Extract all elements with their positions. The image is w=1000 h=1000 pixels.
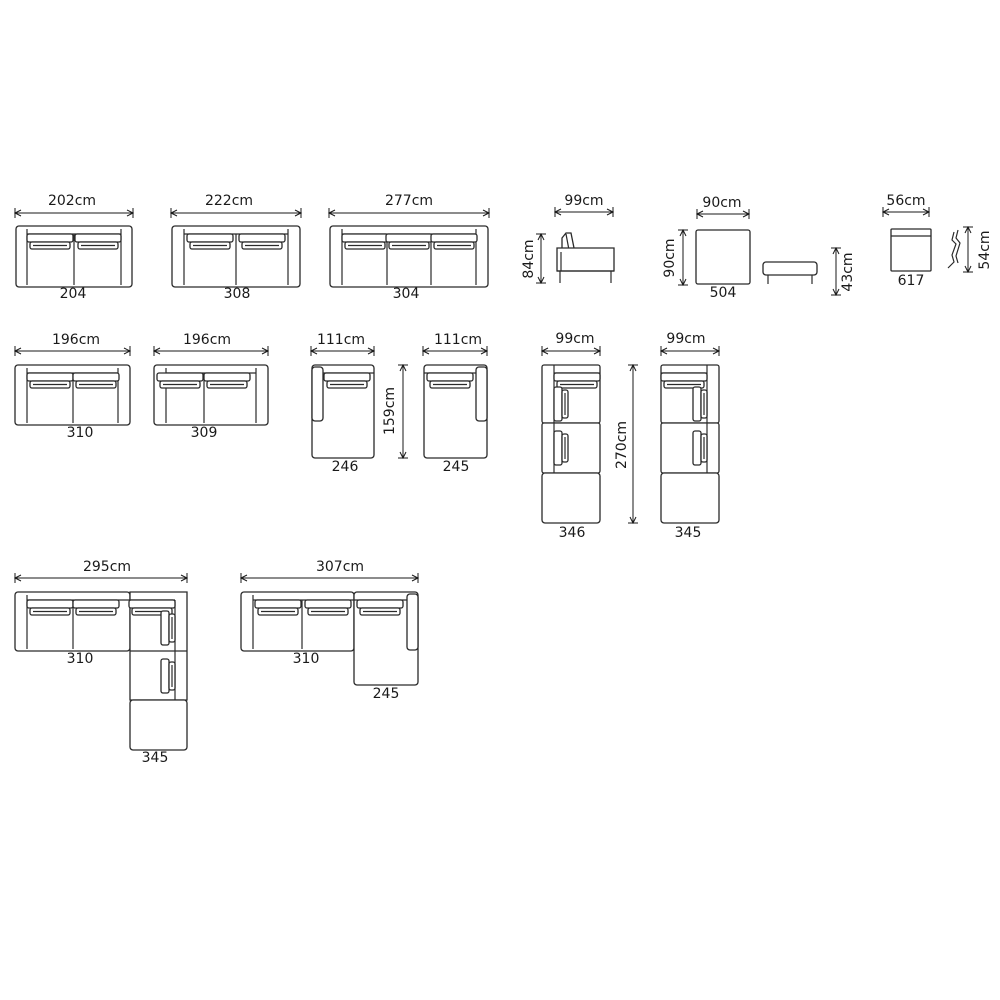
dimension-277cm: 277cm bbox=[327, 193, 491, 218]
depth-label: 90cm bbox=[662, 238, 678, 277]
dimension-54cm: 54cm bbox=[963, 225, 993, 274]
model-code: 345 bbox=[142, 750, 169, 766]
sofa-309: 196cm 309 bbox=[152, 332, 270, 441]
width-label: 307cm bbox=[316, 559, 364, 575]
dimension-56cm: 56cm bbox=[881, 193, 931, 217]
dimension-90cm-width: 90cm bbox=[695, 195, 751, 219]
model-code: 310 bbox=[67, 425, 94, 441]
width-label: 196cm bbox=[183, 332, 231, 348]
model-code: 309 bbox=[191, 425, 218, 441]
height-label: 84cm bbox=[521, 239, 537, 278]
corner-345: 99cm 345 bbox=[659, 331, 721, 541]
dimension-111cm: 111cm bbox=[421, 332, 489, 356]
width-label: 99cm bbox=[666, 331, 705, 347]
height-label: 43cm bbox=[840, 252, 856, 291]
dimension-111cm: 111cm bbox=[309, 332, 376, 356]
width-label: 99cm bbox=[555, 331, 594, 347]
width-label: 111cm bbox=[317, 332, 365, 348]
depth-label: 159cm bbox=[382, 387, 398, 435]
dimension-270cm: 270cm bbox=[614, 363, 638, 525]
dimension-99cm: 99cm bbox=[659, 331, 721, 356]
model-code: 617 bbox=[898, 273, 925, 289]
width-label: 56cm bbox=[886, 193, 925, 209]
model-code: 504 bbox=[710, 285, 737, 301]
width-label: 99cm bbox=[564, 193, 603, 209]
sofa-204: 202cm 204 bbox=[13, 193, 135, 302]
model-code: 310 bbox=[293, 651, 320, 667]
dimension-202cm: 202cm bbox=[13, 193, 135, 218]
dimension-99cm: 99cm bbox=[553, 193, 615, 217]
chaise-245: 111cm 245 bbox=[421, 332, 489, 475]
dimension-99cm: 99cm bbox=[540, 331, 602, 356]
sofa-304: 277cm 304 bbox=[327, 193, 491, 302]
model-code: 245 bbox=[373, 686, 400, 702]
model-code: 204 bbox=[60, 286, 87, 302]
side-elevation: 99cm 84cm bbox=[521, 193, 615, 285]
dimension-295cm: 295cm bbox=[13, 559, 189, 583]
height-label: 54cm bbox=[977, 230, 993, 269]
width-label: 111cm bbox=[434, 332, 482, 348]
model-code: 346 bbox=[559, 525, 586, 541]
ottoman-504: 90cm 90cm 504 43cm bbox=[662, 195, 856, 301]
chaise-combination-310-245: 307cm 310 245 bbox=[239, 559, 420, 702]
width-label: 196cm bbox=[52, 332, 100, 348]
table-617: 56cm 617 54cm bbox=[881, 193, 993, 289]
chaise-246: 111cm 159cm 246 bbox=[309, 332, 408, 475]
width-label: 90cm bbox=[702, 195, 741, 211]
dimension-196cm: 196cm bbox=[13, 332, 132, 356]
dimension-43cm: 43cm bbox=[831, 246, 856, 297]
corner-combination-310-345: 295cm 310 345 bbox=[13, 559, 189, 766]
depth-label: 270cm bbox=[614, 421, 630, 469]
sofa-310: 196cm 310 bbox=[13, 332, 132, 441]
width-label: 222cm bbox=[205, 193, 253, 209]
corner-346: 99cm 270cm 346 bbox=[540, 331, 638, 541]
dimension-307cm: 307cm bbox=[239, 559, 420, 583]
dimension-84cm: 84cm bbox=[521, 232, 546, 285]
model-code: 310 bbox=[67, 651, 94, 667]
width-label: 295cm bbox=[83, 559, 131, 575]
model-code: 245 bbox=[443, 459, 470, 475]
model-code: 345 bbox=[675, 525, 702, 541]
dimension-196cm: 196cm bbox=[152, 332, 270, 356]
model-code: 308 bbox=[224, 286, 251, 302]
width-label: 277cm bbox=[385, 193, 433, 209]
model-code: 304 bbox=[393, 286, 420, 302]
model-code: 246 bbox=[332, 459, 359, 475]
dimension-159cm: 159cm bbox=[382, 363, 408, 460]
dimension-222cm: 222cm bbox=[169, 193, 303, 218]
width-label: 202cm bbox=[48, 193, 96, 209]
dimension-90cm-depth: 90cm bbox=[662, 228, 688, 287]
sofa-308: 222cm 308 bbox=[169, 193, 303, 302]
